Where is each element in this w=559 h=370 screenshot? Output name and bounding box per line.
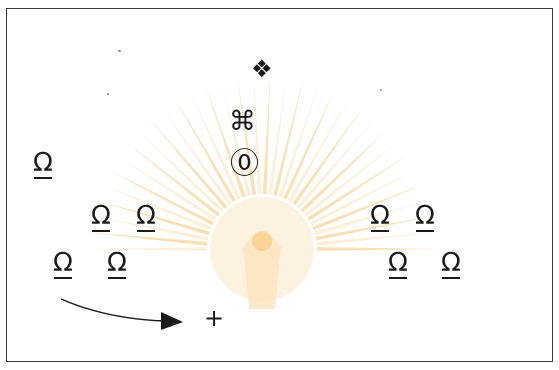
libra-symbol-left-row2-b: Ω [136,201,156,232]
watermark-ray [90,215,209,241]
libra-symbol-left-top: Ω [33,148,53,179]
libra-symbol-right-row2-a: Ω [370,201,390,232]
watermark-ray [106,168,215,226]
libra-symbol-left-row2-a: Ω [91,201,111,232]
watermark-ray [316,247,437,251]
watermark-ray [87,232,208,246]
libra-symbol-left-row3-a: Ω [53,248,73,279]
watermark-ray [94,199,210,236]
watermark-ray [114,154,217,221]
libra-symbol-right-row3-b: Ω [441,248,461,279]
libra-symbol-left-row3-b: Ω [107,248,127,279]
watermark-ray [278,83,320,198]
watermark-ray [287,97,350,203]
watermark-ray [314,199,430,236]
watermark-ray [262,74,271,195]
diagram-frame: ❖ ⌘ ⓪ Ω Ω Ω Ω Ω Ω Ω Ω Ω + [6,8,553,362]
plus-sign: + [204,304,225,332]
arrow-curved-right-icon [60,298,183,330]
watermark-ray [189,89,241,200]
watermark-figure [243,233,281,309]
diamond-cluster-icon: ❖ [251,55,273,83]
scan-speck [118,50,121,52]
watermark-ray [312,183,425,231]
watermark-ray [304,140,400,217]
watermark-head [252,231,272,251]
watermark-ray [296,116,377,209]
watermark-ray [160,106,232,206]
watermark-ray [174,97,237,203]
watermark-ray [220,78,251,197]
scan-speck [380,89,382,91]
watermark-ray [99,183,212,231]
scan-speck [107,93,109,95]
circled-zero-icon: ⓪ [230,146,260,180]
watermark-ray [273,78,304,197]
watermark-ray [309,168,418,226]
watermark-ray [135,128,224,213]
libra-symbol-right-row3-a: Ω [388,248,408,279]
watermark-ray [292,106,364,206]
watermark-ray [267,75,287,195]
command-key-icon: ⌘ [229,106,256,137]
watermark-ray [283,89,335,200]
watermark-ray [315,215,434,241]
sunburst-seal-watermark-icon [87,74,437,309]
watermark-ray [124,140,220,217]
watermark-ray [316,232,437,246]
watermark-ray [307,154,410,221]
watermark-ray [204,83,246,198]
watermark-ray [253,74,262,195]
watermark-ray [147,116,228,209]
watermark-ray [87,247,208,251]
watermark-ray [237,75,257,195]
libra-symbol-right-row2-b: Ω [415,201,435,232]
watermark-ray [300,128,389,213]
